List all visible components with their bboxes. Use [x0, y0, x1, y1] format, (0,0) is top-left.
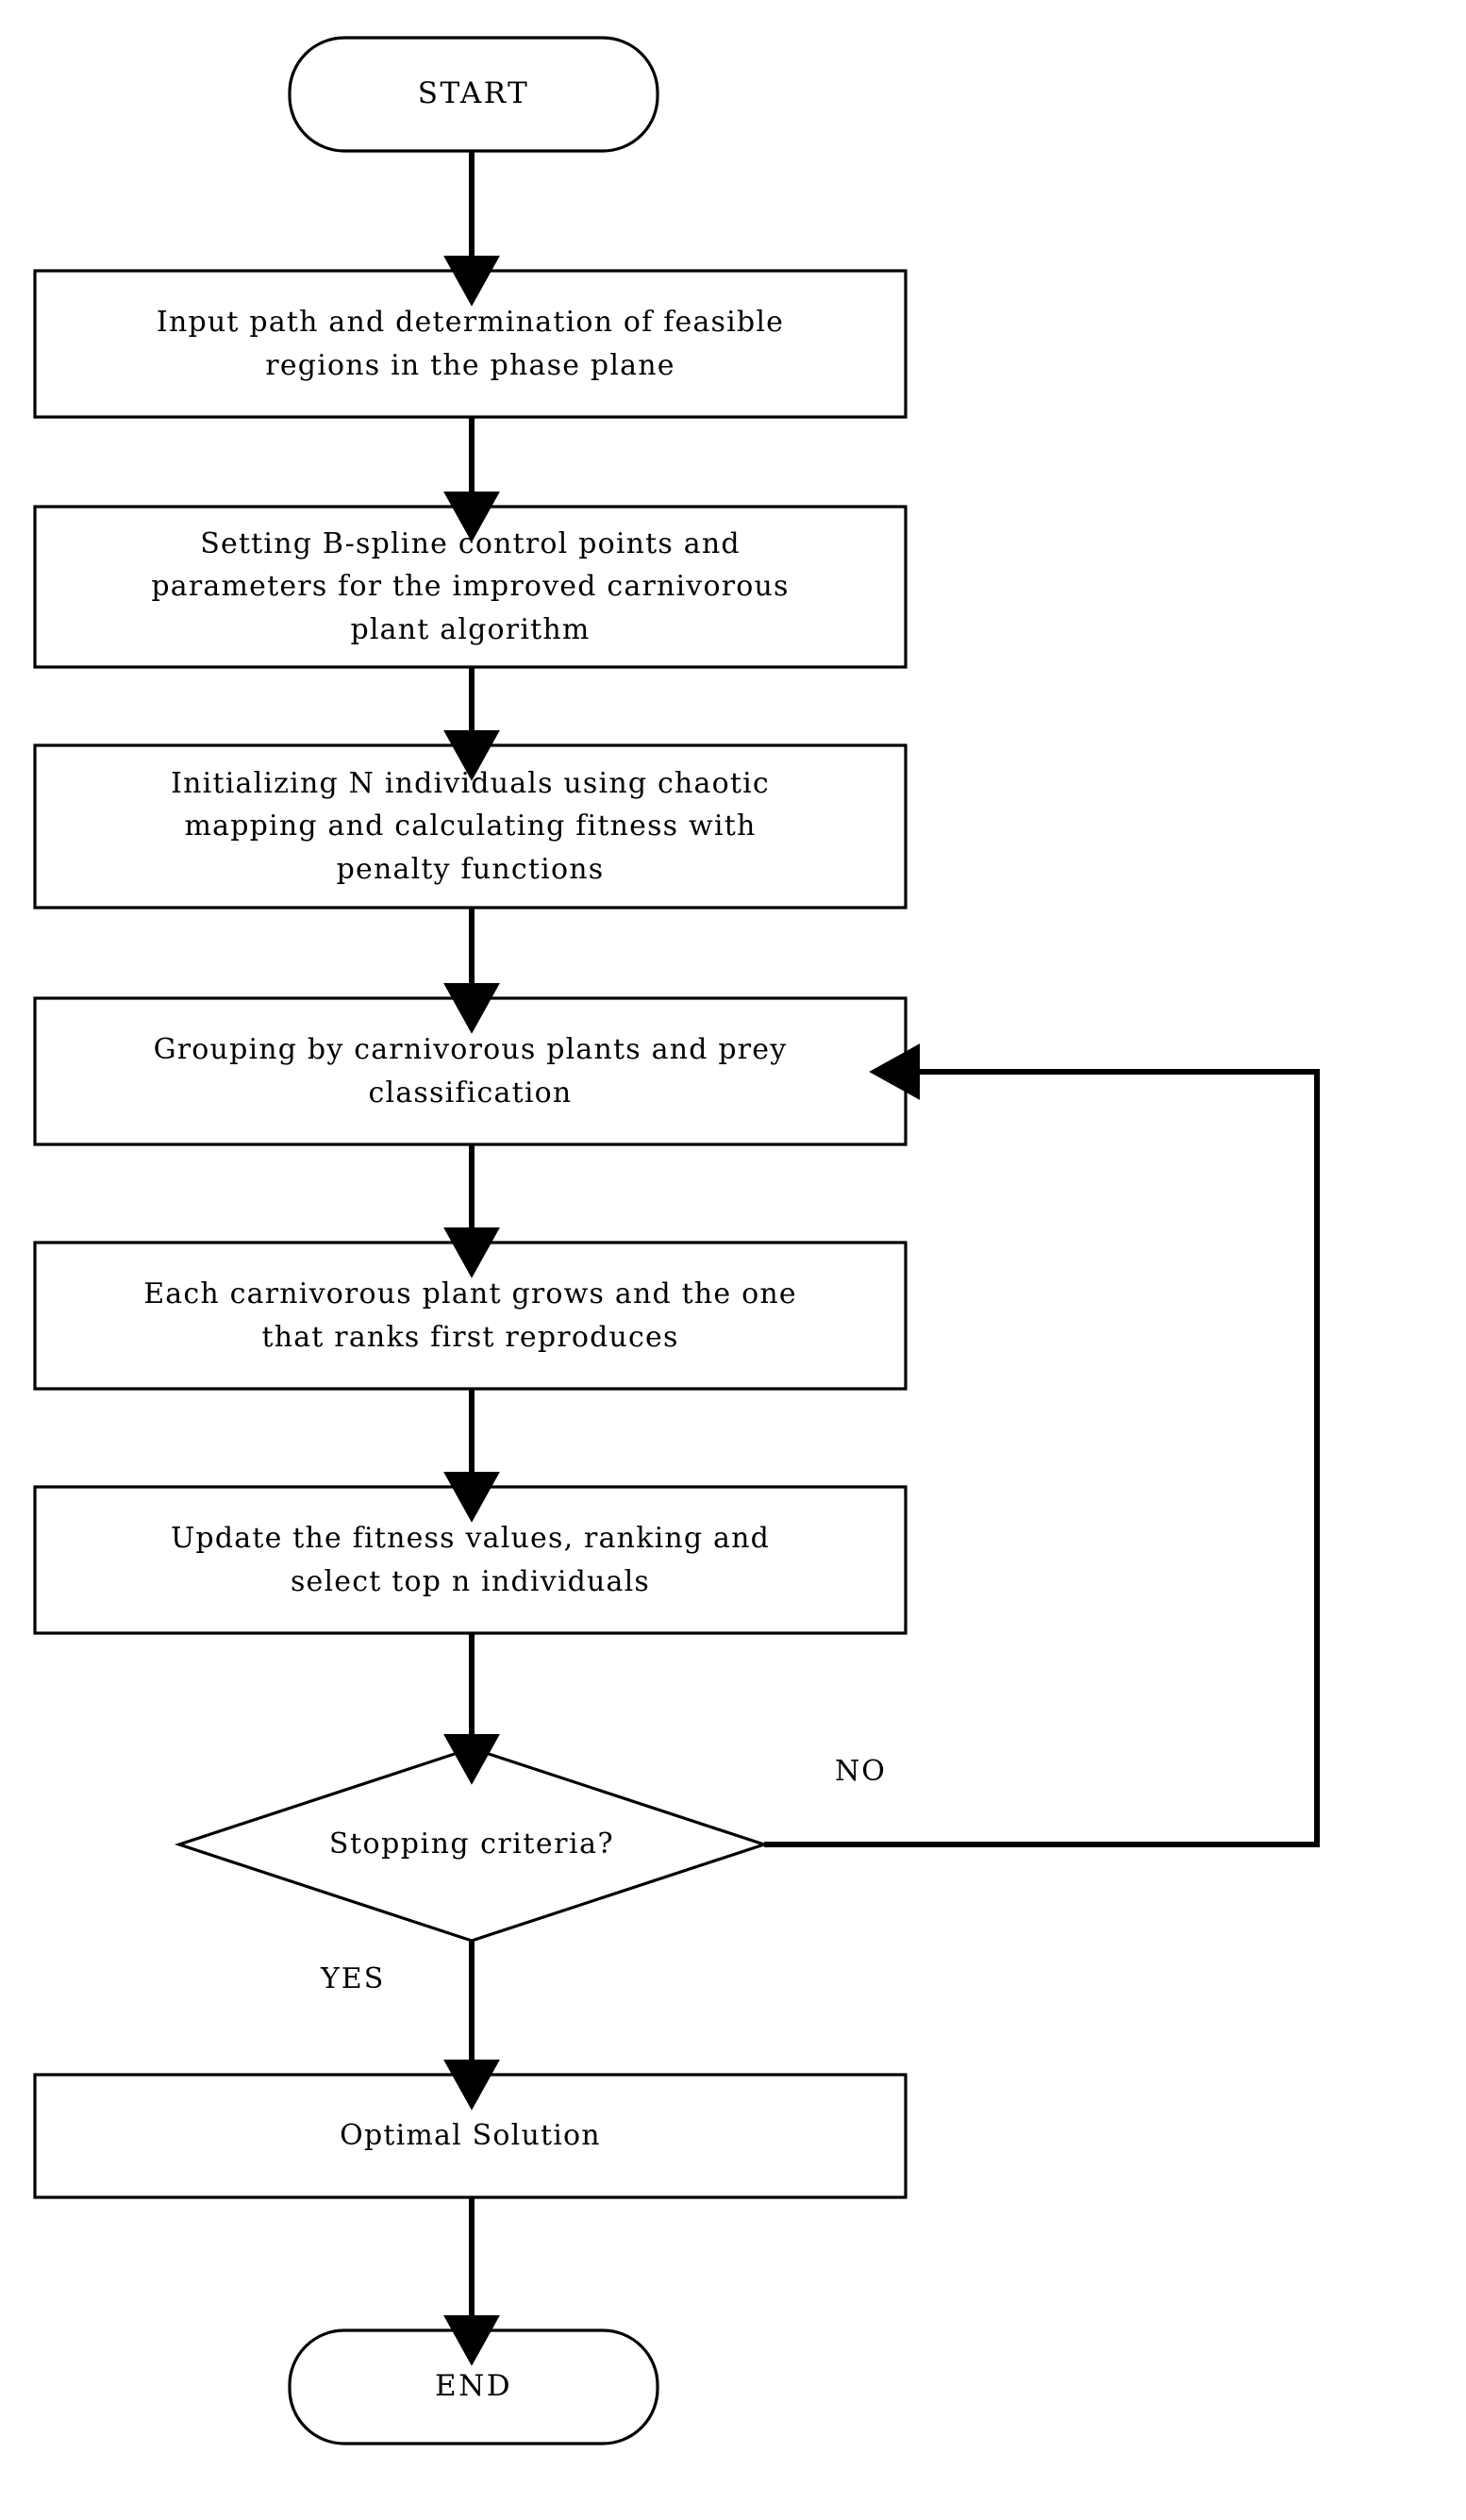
decision-diamond[interactable] [179, 1748, 764, 1941]
initialize-process[interactable] [35, 745, 906, 908]
optimal-process[interactable] [35, 2075, 906, 2197]
end-terminal[interactable] [290, 2330, 658, 2444]
grouping-process[interactable] [35, 998, 906, 1144]
setting-process[interactable] [35, 507, 906, 667]
input-process[interactable] [35, 271, 906, 417]
growth-process[interactable] [35, 1243, 906, 1389]
start-terminal[interactable] [290, 38, 658, 151]
edge-decision-no-to-grouping [764, 1043, 1320, 1847]
update-process[interactable] [35, 1487, 906, 1633]
